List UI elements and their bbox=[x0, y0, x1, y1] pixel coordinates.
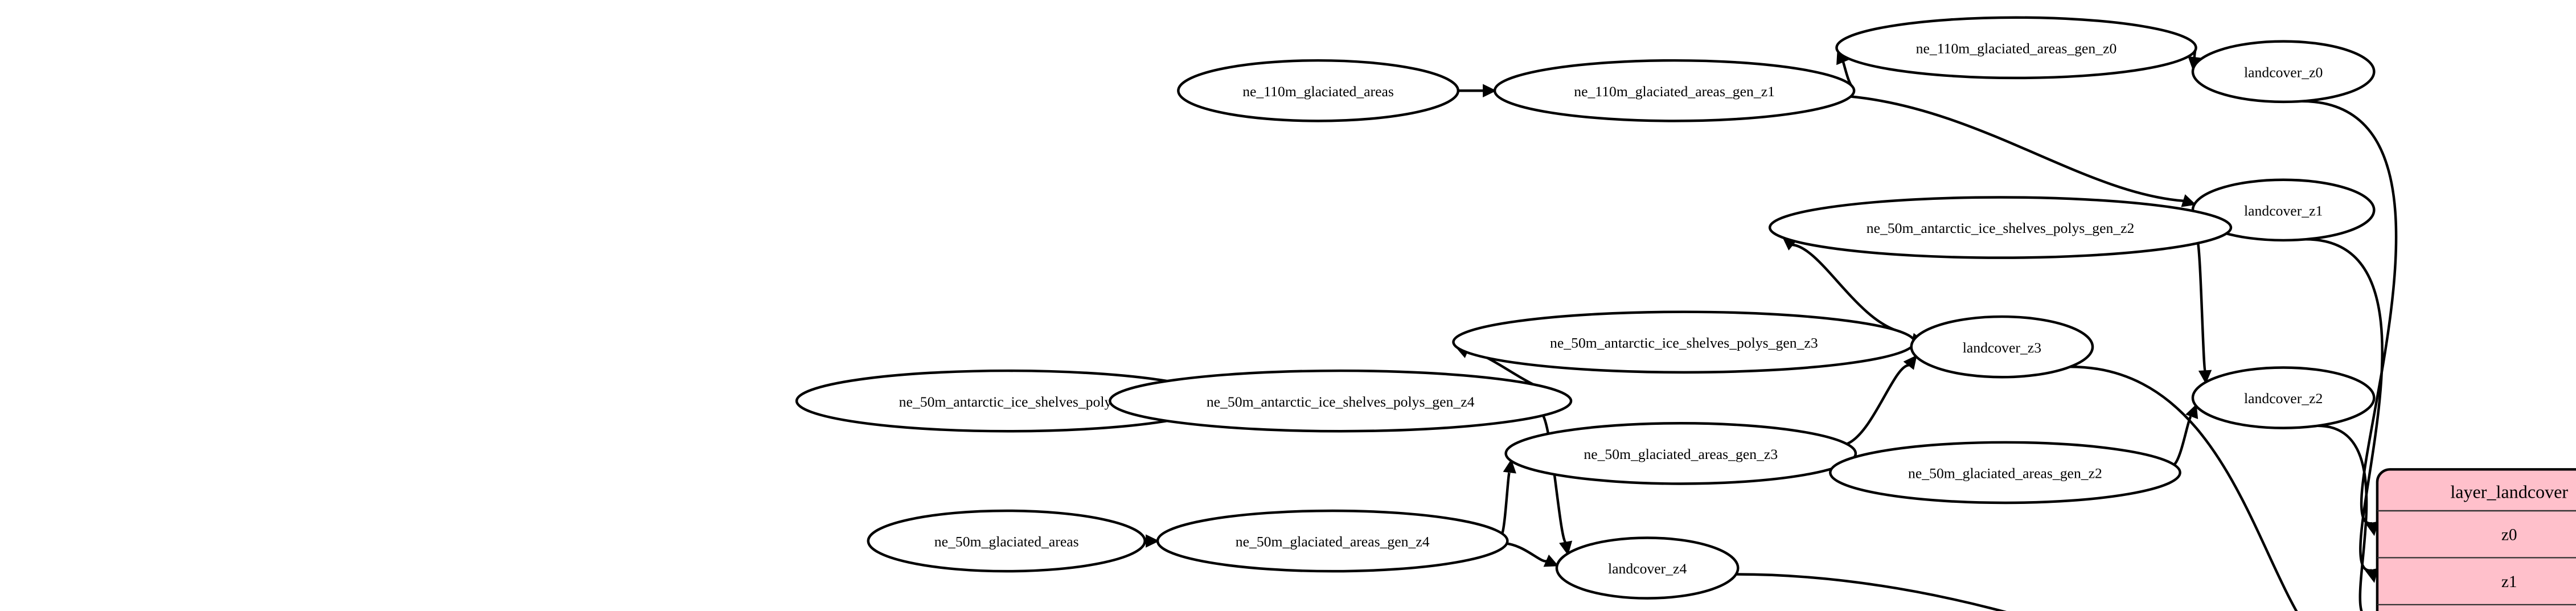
node-ellipse bbox=[1910, 315, 2094, 379]
arrow-head-icon bbox=[2198, 370, 2212, 384]
graph-node[interactable]: landcover_z4 bbox=[1555, 536, 1740, 600]
node-ellipse bbox=[1504, 422, 1857, 485]
node-label: ne_50m_antarctic_ice_shelves_polys_gen_z… bbox=[1550, 334, 1818, 351]
graph-edge bbox=[2196, 243, 2206, 372]
arrow-head-icon bbox=[1146, 534, 1160, 548]
node-label: ne_110m_glaciated_areas bbox=[1242, 83, 1394, 100]
node-ellipse bbox=[2191, 40, 2376, 104]
graph-node[interactable]: landcover_z3 bbox=[1910, 315, 2094, 379]
graph-node[interactable]: ne_110m_glaciated_areas_gen_z1 bbox=[1493, 59, 1856, 122]
node-label: landcover_z0 bbox=[2244, 64, 2323, 80]
node-label: ne_50m_antarctic_ice_shelves_polys_gen_z… bbox=[1867, 220, 2135, 236]
graph-edge bbox=[2173, 415, 2193, 466]
table-title: layer_landcover bbox=[2450, 481, 2568, 502]
arrow-head-icon bbox=[1559, 540, 1573, 556]
node-label: ne_50m_antarctic_ice_shelves_polys bbox=[899, 393, 1118, 410]
nodes-layer: imposm3osm_landcover_polygonsimplify_vw_… bbox=[795, 16, 2376, 600]
node-ellipse bbox=[1177, 59, 1460, 122]
arrow-head-icon bbox=[2181, 194, 2197, 207]
arrow-head-icon bbox=[1903, 355, 1917, 370]
graph-node[interactable]: ne_50m_glaciated_areas bbox=[867, 509, 1146, 573]
arrow-head-icon bbox=[2365, 521, 2379, 536]
table-row-z1[interactable]: z1 bbox=[2501, 573, 2517, 591]
node-ellipse bbox=[1493, 59, 1856, 122]
graph-node[interactable]: ne_50m_glaciated_areas_gen_z2 bbox=[1829, 441, 2181, 505]
graph-edge bbox=[1541, 415, 1567, 544]
node-label: ne_110m_glaciated_areas_gen_z1 bbox=[1574, 83, 1775, 100]
graph-node[interactable]: ne_50m_antarctic_ice_shelves_polys_gen_z… bbox=[1108, 369, 1573, 433]
arrow-head-icon bbox=[1483, 84, 1497, 98]
node-ellipse bbox=[2191, 366, 2376, 429]
graph-edge bbox=[1736, 573, 2007, 611]
node-ellipse bbox=[1829, 441, 2181, 505]
graph-edge bbox=[2070, 365, 2298, 611]
node-label: ne_110m_glaciated_areas_gen_z0 bbox=[1916, 40, 2117, 56]
graph-edge bbox=[1846, 363, 1910, 445]
node-label: ne_50m_glaciated_areas_gen_z4 bbox=[1236, 534, 1430, 550]
layer-landcover-table[interactable]: layer_landcoverz0z1z2z3z4z5z6z7z8z9z10z1… bbox=[2376, 468, 2576, 611]
graph-edge bbox=[2301, 100, 2398, 525]
node-ellipse bbox=[1156, 509, 1509, 573]
node-label: landcover_z2 bbox=[2244, 390, 2323, 407]
arrow-head-icon bbox=[2185, 404, 2198, 420]
table-node-layer: layer_landcoverz0z1z2z3z4z5z6z7z8z9z10z1… bbox=[2376, 468, 2576, 611]
node-label: landcover_z4 bbox=[1608, 560, 1687, 577]
node-label: ne_50m_glaciated_areas bbox=[934, 534, 1079, 550]
graph-node[interactable]: ne_110m_glaciated_areas_gen_z0 bbox=[1835, 16, 2197, 80]
table-row-z0[interactable]: z0 bbox=[2501, 526, 2517, 544]
graph-edge bbox=[1500, 470, 1511, 534]
graph-node[interactable]: ne_50m_antarctic_ice_shelves_polys_gen_z… bbox=[1452, 310, 1916, 374]
graph-edge bbox=[1506, 542, 1548, 563]
node-label: ne_50m_glaciated_areas_gen_z3 bbox=[1584, 446, 1778, 462]
graph-edge bbox=[2306, 238, 2384, 572]
table-outer-frame bbox=[2376, 468, 2576, 611]
node-ellipse bbox=[1108, 369, 1573, 433]
graph-node[interactable]: ne_50m_antarctic_ice_shelves_polys bbox=[795, 369, 1221, 433]
node-label: ne_50m_antarctic_ice_shelves_polys_gen_z… bbox=[1207, 393, 1475, 410]
node-ellipse bbox=[867, 509, 1146, 573]
node-label: landcover_z3 bbox=[1963, 339, 2041, 356]
node-label: ne_50m_glaciated_areas_gen_z2 bbox=[1908, 465, 2102, 482]
arrow-head-icon bbox=[1503, 459, 1516, 474]
graph-node[interactable]: landcover_z2 bbox=[2191, 366, 2376, 429]
node-ellipse bbox=[1555, 536, 1740, 600]
node-ellipse bbox=[1835, 16, 2197, 80]
graph-node[interactable]: landcover_z0 bbox=[2191, 40, 2376, 104]
arrow-head-icon bbox=[1543, 554, 1559, 567]
node-ellipse bbox=[1768, 196, 2233, 259]
arrow-head-icon bbox=[2365, 568, 2378, 583]
graph-node[interactable]: landcover_z1 bbox=[2191, 178, 2376, 242]
graph-node[interactable]: ne_50m_antarctic_ice_shelves_polys_gen_z… bbox=[1768, 196, 2233, 259]
graph-edge bbox=[1792, 243, 1901, 333]
graph-node[interactable]: ne_50m_glaciated_areas_gen_z3 bbox=[1504, 422, 1857, 485]
graph-node[interactable]: ne_110m_glaciated_areas bbox=[1177, 59, 1460, 122]
graph-edge bbox=[1851, 95, 2184, 203]
graph-node[interactable]: ne_50m_glaciated_areas_gen_z4 bbox=[1156, 509, 1509, 573]
graph-edge bbox=[2317, 424, 2368, 611]
node-label: landcover_z1 bbox=[2244, 202, 2323, 219]
